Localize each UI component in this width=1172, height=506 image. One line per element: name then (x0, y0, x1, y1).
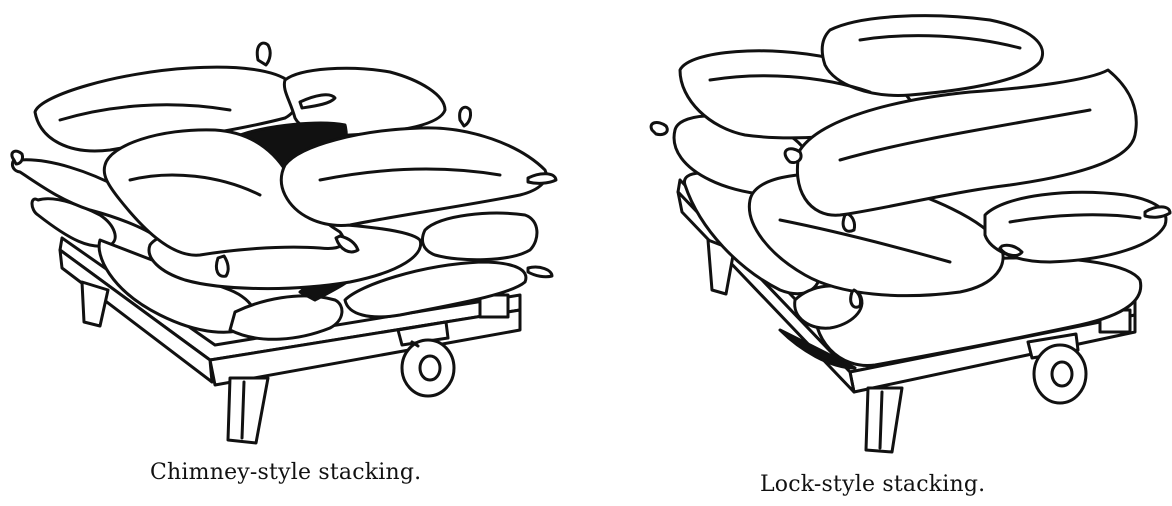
cart-base (58, 236, 522, 445)
top-sacks (10, 41, 558, 278)
chimney-stacking-figure (10, 41, 558, 445)
lock-stacking-illustration (649, 14, 1172, 454)
chimney-stacking-illustration (10, 41, 558, 445)
top-sacks (649, 14, 1172, 309)
lock-stacking-caption: Lock-style stacking. (760, 472, 986, 497)
lock-stacking-figure (630, 0, 1172, 506)
caster-wheel (1026, 332, 1088, 405)
caster-wheel (396, 320, 456, 398)
chimney-stacking-caption: Chimney-style stacking. (150, 460, 422, 485)
lower-sacks (30, 197, 528, 341)
